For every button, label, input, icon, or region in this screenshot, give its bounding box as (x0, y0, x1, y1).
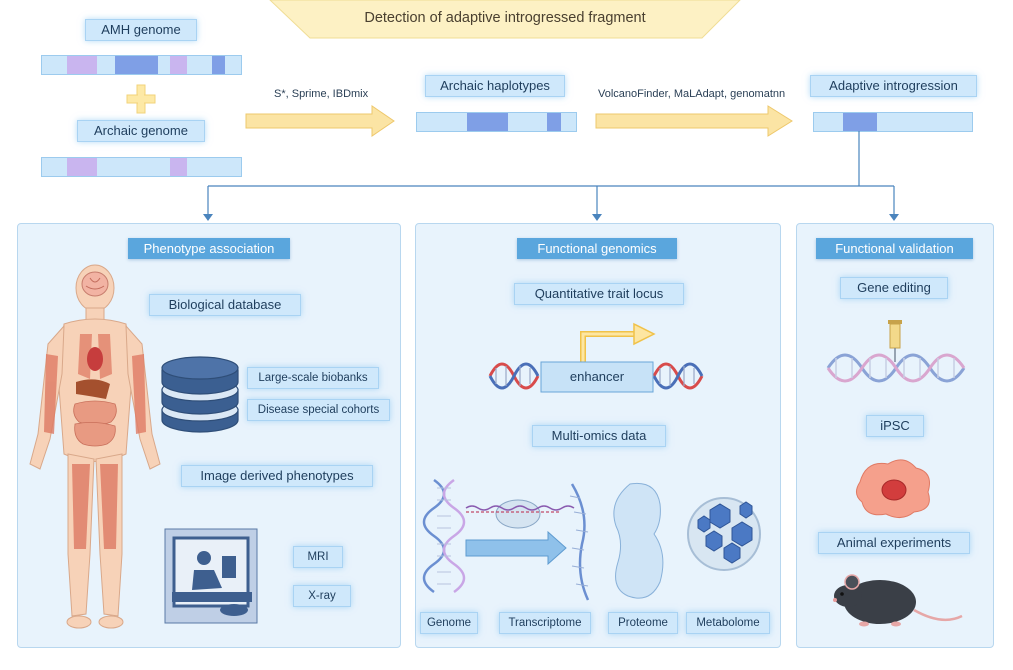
multi-omics-illustration (422, 478, 761, 601)
omics-transcriptome-label: Transcriptome (499, 612, 591, 634)
omics-metabolome-label: Metabolome (686, 612, 770, 634)
phenotype-association-header: Phenotype association (128, 238, 290, 259)
archaic-haplotypes-bar (416, 112, 577, 132)
archaic-genome-label: Archaic genome (77, 120, 205, 142)
connector-lines (203, 131, 899, 221)
human-anatomy-illustration (29, 264, 161, 629)
omics-genome-label: Genome (420, 612, 478, 634)
database-icon (161, 356, 239, 433)
enhancer-dna-illustration (488, 322, 704, 393)
mri-label: MRI (293, 546, 343, 568)
large-scale-biobanks-label: Large-scale biobanks (247, 367, 379, 389)
archaic-genome-bar (41, 157, 242, 177)
functional-validation-header: Functional validation (816, 238, 973, 259)
diagram-title: Detection of adaptive introgressed fragm… (364, 10, 646, 26)
inference-tools-label: S*, Sprime, IBDmix (274, 88, 369, 100)
xray-label: X-ray (293, 585, 351, 607)
arrow-2 (595, 105, 793, 137)
qtl-label: Quantitative trait locus (514, 283, 684, 305)
adaptive-introgression-bar (813, 112, 973, 132)
adaptive-introgression-label: Adaptive introgression (810, 75, 977, 97)
arrow-1 (245, 105, 395, 137)
amh-genome-label: AMH genome (85, 19, 197, 41)
ipsc-label: iPSC (866, 415, 924, 437)
ipsc-cell-icon (856, 459, 930, 518)
selection-tools-label: VolcanoFinder, MaLAdapt, genomatnn (598, 88, 786, 100)
omics-proteome-label: Proteome (608, 612, 678, 634)
title-banner (269, 0, 741, 39)
archaic-haplotypes-label: Archaic haplotypes (425, 75, 565, 97)
biological-database-label: Biological database (149, 294, 301, 316)
mouse-icon (833, 574, 963, 627)
image-phenotypes-label: Image derived phenotypes (181, 465, 373, 487)
gene-editing-dna-icon (826, 320, 966, 383)
functional-genomics-header: Functional genomics (517, 238, 677, 259)
enhancer-label: enhancer (569, 369, 625, 384)
plus-icon (126, 84, 156, 114)
gene-editing-label: Gene editing (840, 277, 948, 299)
amh-genome-bar (41, 55, 242, 75)
multi-omics-label: Multi-omics data (532, 425, 666, 447)
disease-cohorts-label: Disease special cohorts (247, 399, 390, 421)
mri-scanner-icon (164, 528, 258, 624)
animal-experiments-label: Animal experiments (818, 532, 970, 554)
